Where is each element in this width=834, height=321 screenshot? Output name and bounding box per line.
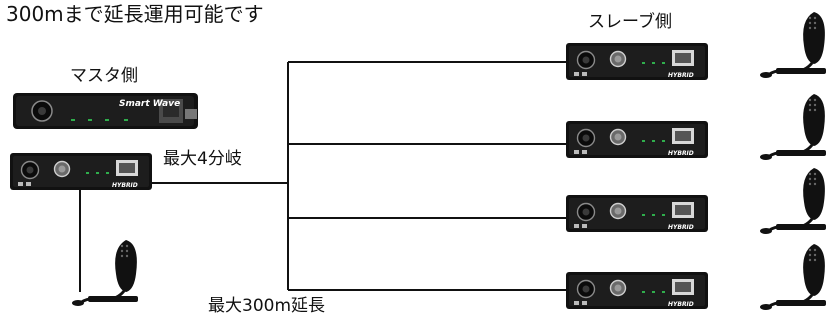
max-branch-label: 最大4分岐 [163,149,242,169]
slave-side-label: スレーブ側 [588,12,672,32]
slave-microphone-icon-4 [758,242,828,312]
max-extension-label: 最大300m延長 [208,296,326,316]
slave-microphone-icon-1 [758,10,828,80]
master-hybrid-unit: HYBRID [9,152,153,191]
slave-unit-3-brand: HYBRID [668,224,694,231]
slave-unit-2-brand: HYBRID [668,150,694,157]
slave-hybrid-unit-1: HYBRID [565,42,709,81]
slave-unit-1-brand: HYBRID [668,72,694,79]
slave-microphone-icon-2 [758,92,828,162]
branch-wires [79,61,566,292]
controller-brand: Smart Wave [119,99,180,109]
master-controller: Smart Wave [13,93,198,129]
slave-hybrid-unit-3: HYBRID [565,194,709,233]
master-unit-brand: HYBRID [112,182,138,189]
master-side-label: マスタ側 [70,66,138,86]
headline: 300mまで延長運用可能です [6,2,264,26]
slave-unit-4-brand: HYBRID [668,301,694,308]
slave-hybrid-unit-2: HYBRID [565,120,709,159]
slave-hybrid-unit-4: HYBRID [565,271,709,310]
slave-microphone-icon-3 [758,166,828,236]
master-microphone-icon [70,238,140,308]
